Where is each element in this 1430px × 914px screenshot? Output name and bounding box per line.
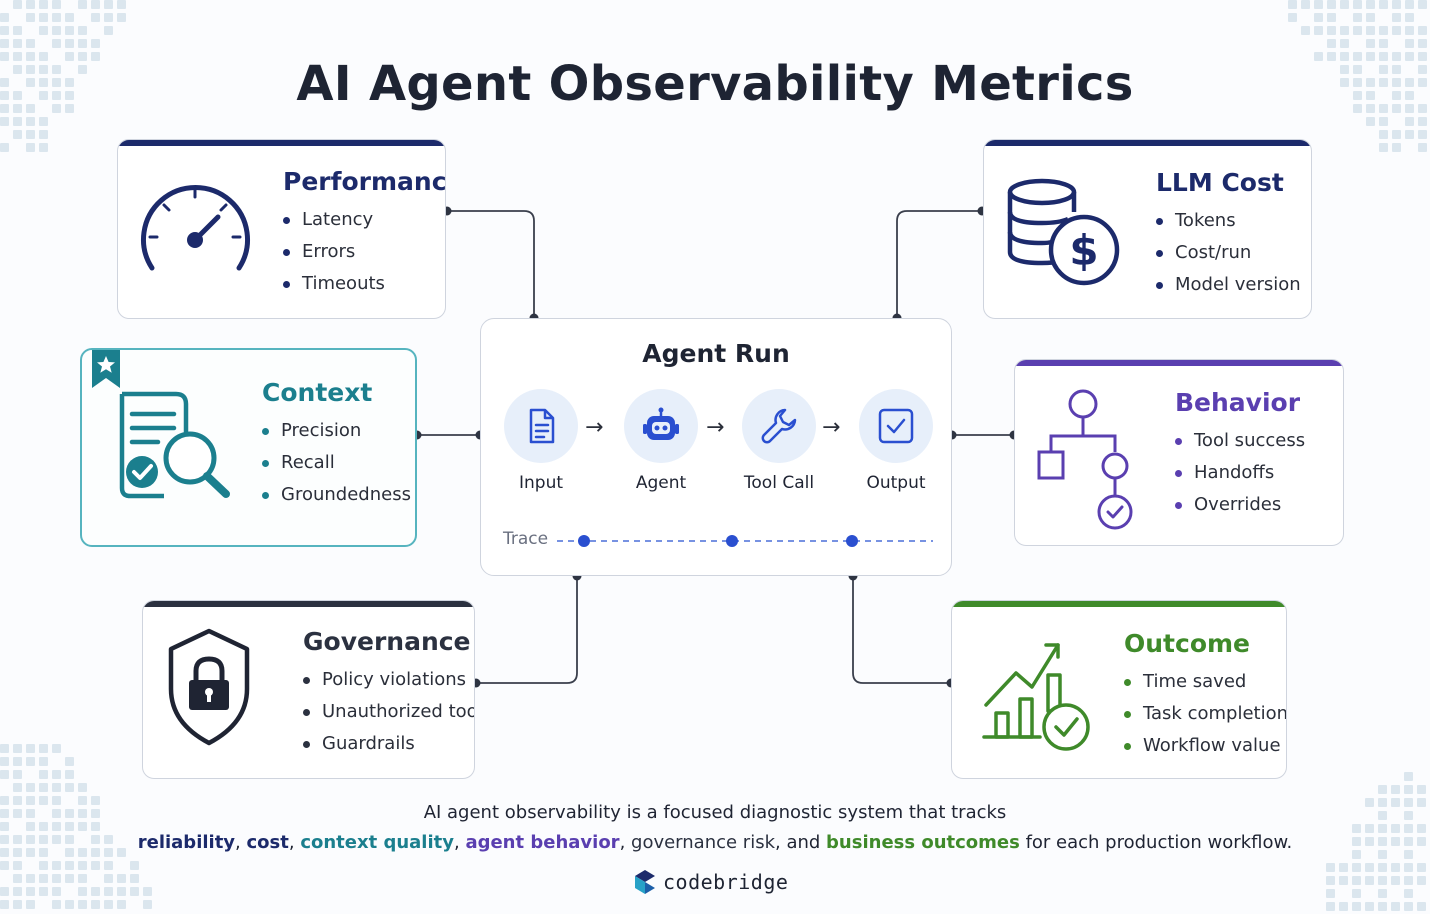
list-item: Timeouts [283,268,445,300]
list-item: Precision [262,415,411,447]
list-item: Latency [283,204,445,236]
governance-list: Policy violations Unauthorized tools Gua… [303,664,474,760]
codebridge-logo-icon [635,870,655,894]
summary-segment: business outcomes [826,832,1020,853]
summary-segment: agent behavior [465,832,620,853]
trace-point [726,535,738,547]
governance-title: Governance [303,627,471,656]
robot-icon [643,407,679,440]
list-item: Unauthorized tools [303,696,474,728]
governance-card: Governance Policy violations Unauthorize… [142,600,475,779]
database-dollar-icon: $ [1004,172,1122,294]
step-icon-circle [859,389,933,463]
growth-chart-icon [982,639,1094,763]
agent-run-title: Agent Run [642,339,790,368]
bookmark-star-icon [90,350,122,394]
step-label: Output [866,473,926,493]
card-accent-bar [1015,360,1343,366]
behavior-title: Behavior [1175,388,1301,417]
trace-point [846,535,858,547]
step-input: Input [496,389,586,493]
brand-name: codebridge [663,870,789,894]
document-icon [529,408,555,444]
summary-segment: , [453,832,466,853]
behavior-card: Behavior Tool success Handoffs Overrides [1014,359,1344,546]
step-output: Output [851,389,941,493]
list-item: Workflow value [1124,730,1286,762]
llm-cost-card: $ LLM Cost Tokens Cost/run Model version [983,139,1312,319]
list-item: Tool success [1175,425,1305,457]
outcome-card: Outcome Time saved Task completion Workf… [951,600,1287,779]
step-icon-circle [742,389,816,463]
list-item: Guardrails [303,728,474,760]
step-label: Agent [635,473,687,493]
list-item: Model version [1156,269,1301,301]
svg-text:$: $ [1069,226,1098,275]
llm-cost-list: Tokens Cost/run Model version [1156,205,1301,301]
flow-arrow: → [822,415,841,440]
performance-card: Performance Latency Errors Timeouts [117,139,446,319]
summary-segment: , [619,832,632,853]
connector-outcome [852,576,951,684]
connector-performance [447,210,535,318]
check-square-icon [878,408,914,444]
trace-point [578,535,590,547]
card-accent-bar [952,601,1286,607]
list-item: Overrides [1175,489,1305,521]
list-item: Time saved [1124,666,1286,698]
summary-line-2: reliability, cost, context quality, agen… [0,832,1430,853]
outcome-list: Time saved Task completion Workflow valu… [1124,666,1286,762]
trace-timeline [557,535,933,547]
card-accent-bar [984,140,1311,146]
summary-segment: , [288,832,301,853]
flowchart-icon [1035,388,1145,538]
summary-segment: governance risk [631,832,776,853]
summary-segment: , [235,832,247,853]
step-icon-circle [504,389,578,463]
performance-list: Latency Errors Timeouts [283,204,445,300]
context-card: Context Precision Recall Groundedness [80,348,417,547]
shield-lock-icon [163,627,255,753]
step-label: Input [518,473,564,493]
list-item: Errors [283,236,445,268]
wrench-icon [761,408,797,444]
summary-line-1: AI agent observability is a focused diag… [423,802,1007,823]
outcome-title: Outcome [1124,629,1251,658]
step-agent: Agent [616,389,706,493]
connector-llm-cost [896,210,982,318]
performance-title: Performance [283,167,446,196]
flow-arrow: → [585,415,604,440]
summary-segment: cost [246,832,289,853]
list-item: Handoffs [1175,457,1305,489]
step-label: Tool Call [743,473,815,493]
page-title: AI Agent Observability Metrics [296,56,1134,112]
agent-run-card: Agent Run Input → [480,318,952,576]
connector-governance [476,576,578,684]
summary-segment: , and [775,832,827,853]
list-item: Cost/run [1156,237,1301,269]
step-tool-call: Tool Call [734,389,824,493]
behavior-list: Tool success Handoffs Overrides [1175,425,1305,521]
summary-segment: for each production workflow. [1019,832,1293,853]
list-item: Tokens [1156,205,1301,237]
list-item: Task completion [1124,698,1286,730]
list-item: Policy violations [303,664,474,696]
summary-segment: context quality [300,832,454,853]
trace-label: Trace [503,529,549,549]
list-item: Groundedness [262,479,411,511]
document-search-icon [114,388,234,512]
context-title: Context [262,378,373,407]
card-accent-bar [143,601,474,607]
step-icon-circle [624,389,698,463]
summary-segment: reliability [137,832,236,853]
speedometer-icon [138,180,253,279]
flow-arrow: → [706,415,725,440]
context-list: Precision Recall Groundedness [262,415,411,511]
list-item: Recall [262,447,411,479]
llm-cost-title: LLM Cost [1156,168,1284,197]
card-accent-bar [118,140,445,146]
